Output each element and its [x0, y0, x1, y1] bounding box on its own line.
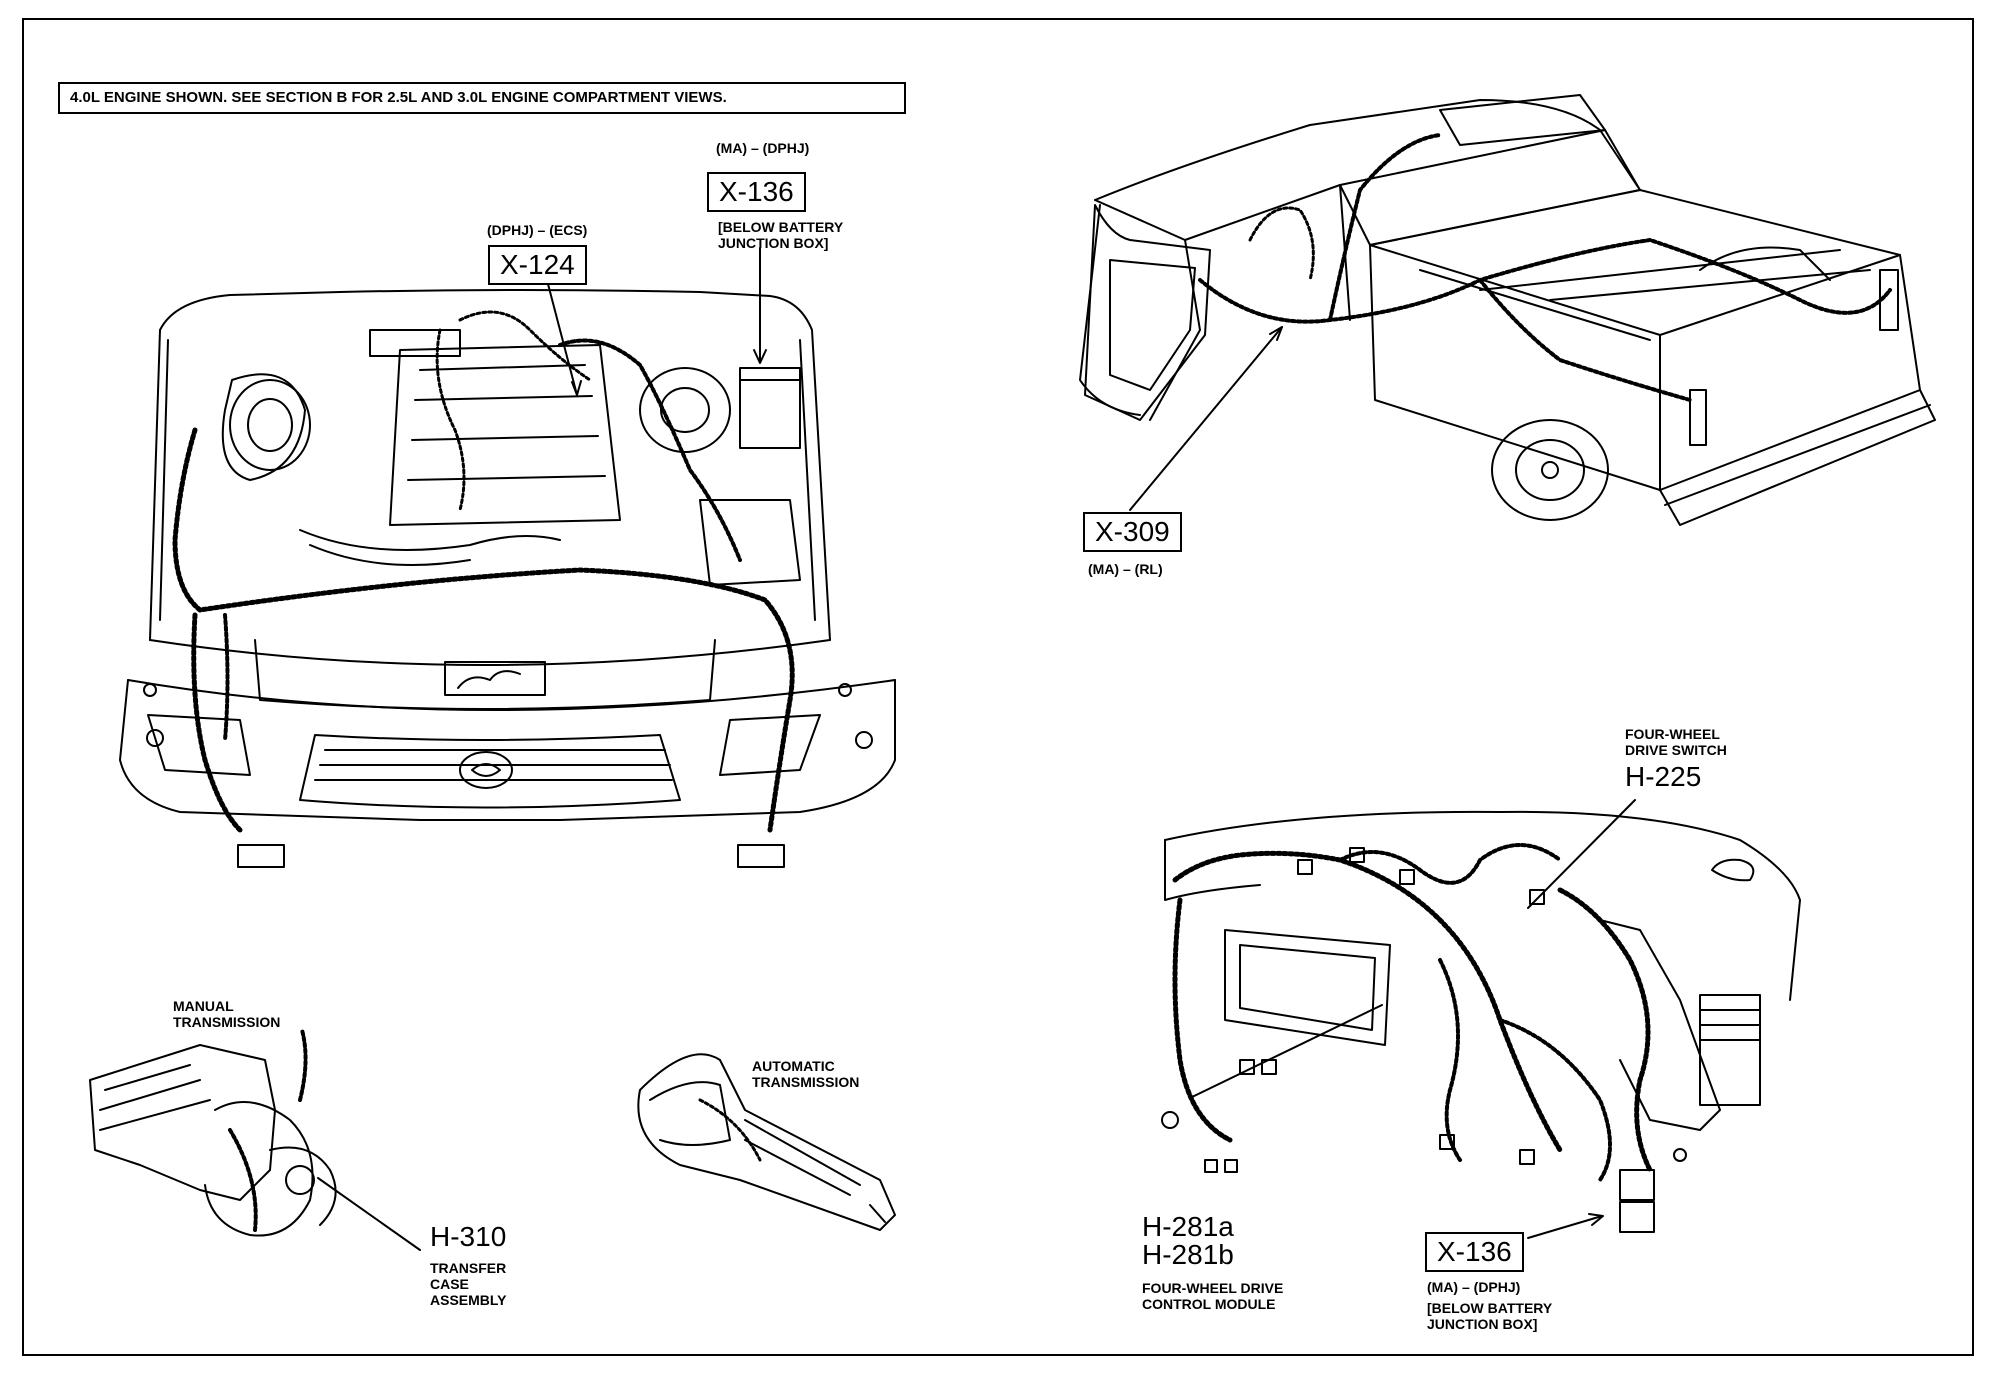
- x136-dash-leader: [1527, 1215, 1603, 1239]
- h310-label-line1: TRANSFER: [430, 1260, 507, 1276]
- engine-note-box: 4.0L ENGINE SHOWN. SEE SECTION B FOR 2.5…: [58, 82, 906, 114]
- x309-routing: (MA) – (RL): [1088, 561, 1163, 577]
- h310-label-line2: CASE: [430, 1276, 469, 1292]
- h225-leader: [1527, 799, 1636, 909]
- manual-transmission-label-line2: TRANSMISSION: [173, 1014, 281, 1030]
- h281a-code: H-281a: [1142, 1211, 1234, 1242]
- x136-dash-leader-head: [1588, 1213, 1604, 1226]
- h281-label-line2: CONTROL MODULE: [1142, 1296, 1276, 1312]
- x124-leader-head: [571, 380, 582, 396]
- automatic-transmission-label-line1: AUTOMATIC: [752, 1058, 835, 1074]
- manual-transmission-label-line1: MANUAL: [173, 998, 234, 1014]
- h281-label-line1: FOUR-WHEEL DRIVE: [1142, 1280, 1284, 1296]
- x309-code: X-309: [1083, 512, 1182, 552]
- x136-dash-code: X-136: [1425, 1232, 1524, 1272]
- x309-leader-head: [1269, 326, 1283, 341]
- x124-routing: (DPHJ) – (ECS): [487, 222, 588, 238]
- h281b-code: H-281b: [1142, 1239, 1234, 1270]
- engine-compartment-illustration: [119, 289, 896, 868]
- x309-leader: [1129, 326, 1283, 511]
- h225-label-line2: DRIVE SWITCH: [1625, 742, 1727, 758]
- x136-dash-location-line1: [BELOW BATTERY: [1427, 1300, 1553, 1316]
- h225-code: H-225: [1625, 761, 1702, 792]
- manual-transmission-illustration: [89, 1028, 337, 1237]
- x136-dash-routing: (MA) – (DPHJ): [1427, 1279, 1521, 1295]
- h281-leader: [1189, 1004, 1383, 1099]
- h310-code: H-310: [430, 1221, 507, 1252]
- h310-label-line3: ASSEMBLY: [430, 1292, 507, 1308]
- x136-engine-location-line2: JUNCTION BOX]: [718, 235, 829, 251]
- automatic-transmission-illustration: [637, 1053, 896, 1231]
- dashboard-illustration: [1161, 810, 1801, 1233]
- h310-leader: [317, 1177, 421, 1251]
- x124-code: X-124: [488, 245, 587, 285]
- x136-engine-code: X-136: [707, 172, 806, 212]
- x136-engine-routing: (MA) – (DPHJ): [716, 140, 810, 156]
- x124-leader: [547, 283, 578, 396]
- x136-engine-leader-head: [753, 349, 767, 364]
- diagram-frame: [22, 18, 1974, 1356]
- x136-dash-location-line2: JUNCTION BOX]: [1427, 1316, 1538, 1332]
- h225-label-line1: FOUR-WHEEL: [1625, 726, 1720, 742]
- x136-engine-location-line1: [BELOW BATTERY: [718, 219, 844, 235]
- automatic-transmission-label-line2: TRANSMISSION: [752, 1074, 860, 1090]
- truck-illustration: [1079, 94, 1936, 526]
